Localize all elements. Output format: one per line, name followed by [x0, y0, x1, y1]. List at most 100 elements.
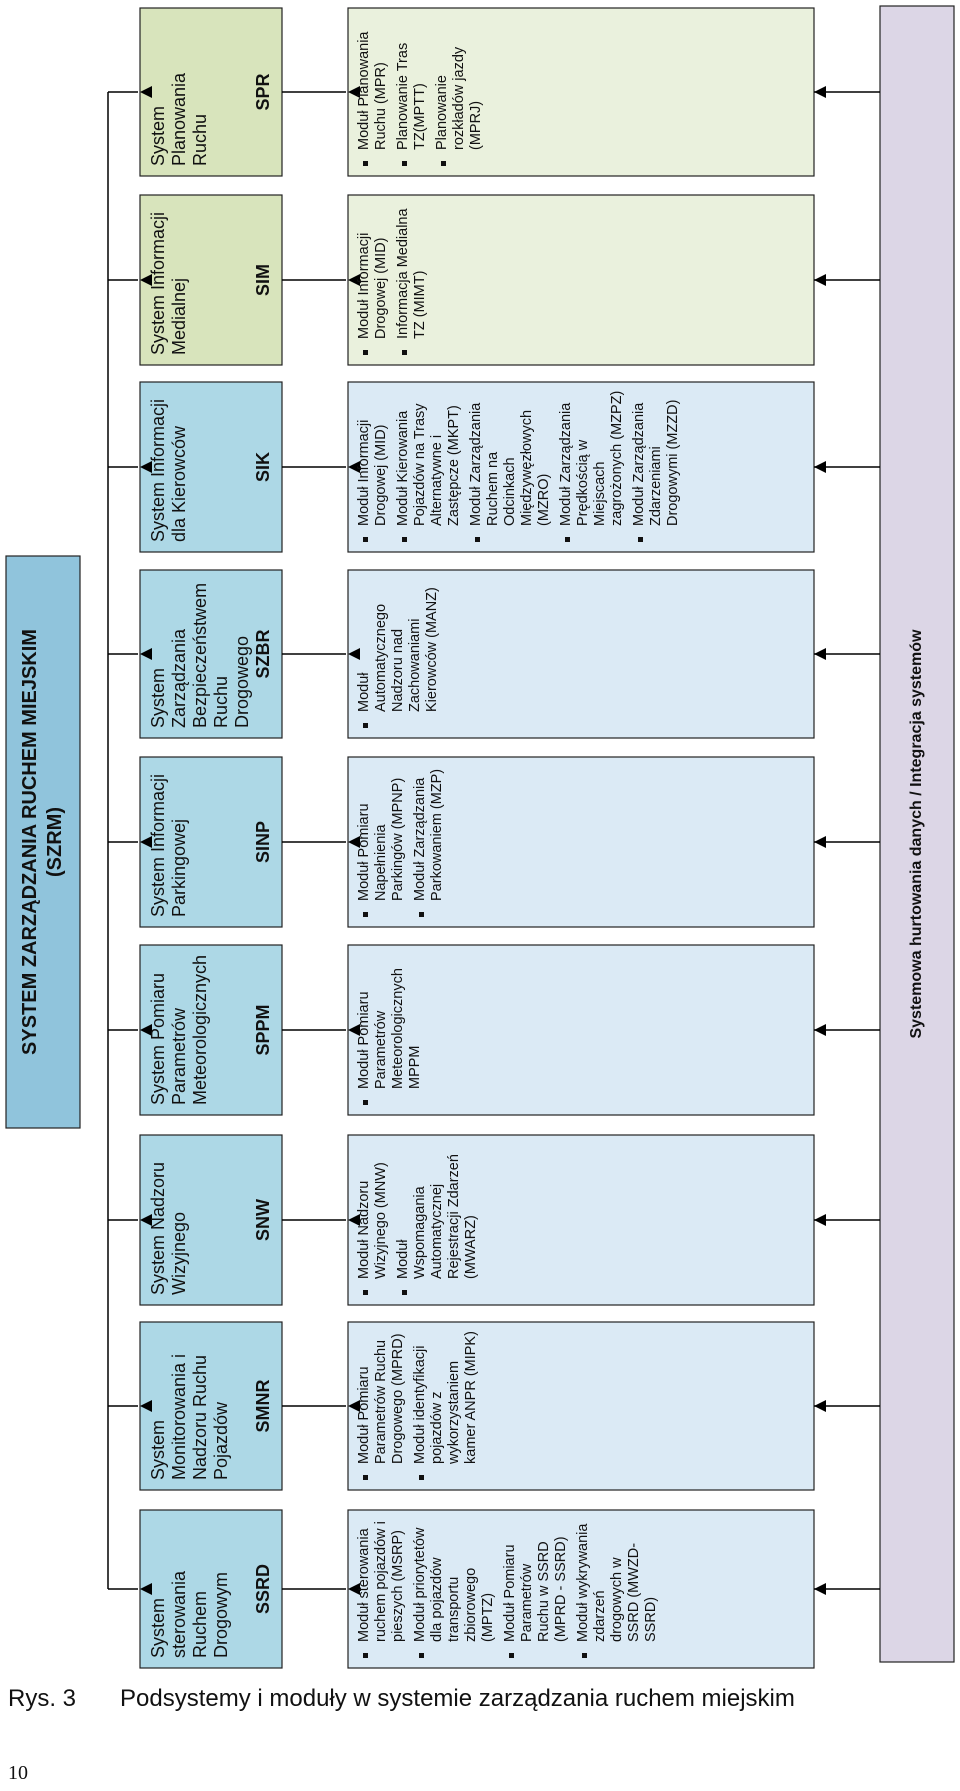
arrow-to-system	[140, 836, 152, 848]
module-item: Moduł Zarządzania Parkowaniem (MZP)	[412, 765, 446, 917]
system-box-spr: System Planowania Ruchu SPR	[140, 8, 282, 176]
arrow-to-system	[140, 274, 152, 286]
system-abbr: SPPM	[253, 1004, 273, 1056]
arrow-to-system	[140, 1400, 152, 1412]
module-item: Moduł Pomiaru Parametrów Meteorologiczny…	[356, 953, 424, 1105]
system-box-sik: System Informacji dla Kierowców SIK	[140, 382, 282, 552]
module-item: Moduł Informacji Drogowej (MID)	[356, 203, 390, 355]
system-name: System Planowania Ruchu	[148, 72, 210, 166]
module-item: Moduł wykrywania zdarzeń drogowych w SSR…	[575, 1518, 660, 1658]
system-abbr: SINP	[253, 821, 273, 864]
arrow-to-system	[140, 86, 152, 98]
module-item: Moduł Pomiaru Parametrów Ruchu w SSRD (M…	[502, 1518, 570, 1658]
system-box-rect	[139, 7, 283, 177]
system-box-rect	[139, 569, 283, 739]
module-item: Moduł Pomiaru Napełnienia Parkingów (MPN…	[356, 765, 407, 917]
arrow-to-system	[140, 648, 152, 660]
system-abbr: SNW	[253, 1199, 273, 1241]
module-item: Moduł Kierowania Pojazdów na Trasy Alter…	[395, 390, 463, 542]
module-item: Moduł Automatycznego Nadzoru nad Zachowa…	[356, 578, 441, 728]
system-abbr: SIK	[253, 452, 273, 483]
system-name: System sterowania Ruchem Drogowym	[148, 1570, 231, 1658]
arrow-to-system	[140, 461, 152, 473]
system-box-ssrd: System sterowania Ruchem Drogowym SSRD	[140, 1510, 282, 1668]
module-box-sinp: Moduł Pomiaru Napełnienia Parkingów (MPN…	[348, 757, 814, 927]
main-title-box: SYSTEM ZARZĄDZANIA RUCHEM MIEJSKIM (SZRM…	[6, 556, 80, 1128]
arrow-to-system	[140, 1214, 152, 1226]
system-name: System Informacji Parkingowej	[148, 773, 189, 917]
arrow-from-bus	[814, 1214, 826, 1226]
arrow-from-bus	[814, 836, 826, 848]
system-name: System Zarządzania Bezpieczeństwem Ruchu…	[148, 582, 252, 728]
module-list: Moduł Informacji Drogowej (MID)Moduł Kie…	[356, 390, 687, 542]
module-item: Moduł Zarządzania Ruchem na Odcinkach Mi…	[468, 390, 553, 542]
module-item: Moduł Wspomagania Automatycznej Rejestra…	[395, 1143, 480, 1295]
module-item: Planowanie rozkładów jazdy (MPRJ)	[434, 16, 485, 166]
module-item: Planowanie Tras TZ(MPTT)	[395, 16, 429, 166]
figure-caption: Podsystemy i moduły w systemie zarządzan…	[120, 1685, 795, 1712]
module-box-ssrd: Moduł sterowania ruchem pojazdów i piesz…	[348, 1510, 814, 1668]
module-list: Moduł Automatycznego Nadzoru nad Zachowa…	[356, 578, 446, 728]
arrow-from-bus	[814, 86, 826, 98]
module-box-rect	[347, 944, 815, 1116]
module-item: Moduł Planowania Ruchu (MPR)	[356, 16, 390, 166]
main-title-line1: SYSTEM ZARZĄDZANIA RUCHEM MIEJSKIM	[19, 629, 41, 1055]
system-box-rect	[139, 944, 283, 1116]
system-name: System Informacji Medialnej	[148, 211, 189, 355]
module-list: Moduł Pomiaru Parametrów Meteorologiczny…	[356, 953, 429, 1105]
module-list: Moduł Planowania Ruchu (MPR)Planowanie T…	[356, 16, 490, 166]
system-box-rect	[139, 1321, 283, 1491]
system-abbr: SPR	[253, 73, 273, 111]
arrow-from-bus	[814, 1400, 826, 1412]
module-item: Moduł priorytetów dla pojazdów transport…	[412, 1518, 497, 1658]
module-list: Moduł sterowania ruchem pojazdów i piesz…	[356, 1518, 665, 1658]
module-list: Moduł Pomiaru Parametrów Ruchu Drogowego…	[356, 1330, 485, 1480]
arrow-from-bus	[814, 274, 826, 286]
module-item: Moduł Nadzoru Wizyjnego (MNW)	[356, 1143, 390, 1295]
arrow-from-bus	[814, 461, 826, 473]
system-box-smnr: System Monitorowania i Nadzoru Ruchu Poj…	[140, 1322, 282, 1490]
arrow-to-system	[140, 1583, 152, 1595]
system-box-snw: System Nadzoru Wizyjnego SNW	[140, 1135, 282, 1305]
figure-label: Rys. 3	[8, 1685, 77, 1712]
main-title-line2: (SZRM)	[44, 807, 66, 877]
system-abbr: SSRD	[253, 1564, 273, 1615]
system-box-rect	[139, 381, 283, 553]
integration-bus-box: Systemowa hurtowania danych / Integracja…	[880, 6, 954, 1662]
system-name: System Nadzoru Wizyjnego	[148, 1161, 189, 1295]
integration-bus-label: Systemowa hurtowania danych / Integracja…	[908, 629, 925, 1039]
module-list: Moduł Informacji Drogowej (MID)Informacj…	[356, 203, 434, 355]
module-box-smnr: Moduł Pomiaru Parametrów Ruchu Drogowego…	[348, 1322, 814, 1490]
system-name: System Informacji dla Kierowców	[148, 398, 189, 542]
module-list: Moduł Nadzoru Wizyjnego (MNW)Moduł Wspom…	[356, 1143, 485, 1295]
arrow-to-system	[140, 1024, 152, 1036]
system-name: System Monitorowania i Nadzoru Ruchu Poj…	[148, 1353, 231, 1480]
system-box-rect	[139, 756, 283, 928]
main-title-rect	[5, 555, 81, 1129]
system-box-rect	[139, 194, 283, 366]
module-box-sim: Moduł Informacji Drogowej (MID)Informacj…	[348, 195, 814, 365]
arrow-from-bus	[814, 1024, 826, 1036]
system-box-rect	[139, 1134, 283, 1306]
module-item: Informacja Medialna TZ (MIMT)	[395, 203, 429, 355]
module-box-spr: Moduł Planowania Ruchu (MPR)Planowanie T…	[348, 8, 814, 176]
system-box-rect	[139, 1509, 283, 1669]
module-item: Moduł Zarządzania Prędkością w Miejscach…	[558, 390, 626, 542]
module-item: Moduł Informacji Drogowej (MID)	[356, 390, 390, 542]
integration-bus-rect	[879, 5, 955, 1663]
system-abbr: SZBR	[253, 629, 273, 679]
module-box-sik: Moduł Informacji Drogowej (MID)Moduł Kie…	[348, 382, 814, 552]
page-number: 10	[8, 1762, 28, 1784]
module-box-sppm: Moduł Pomiaru Parametrów Meteorologiczny…	[348, 945, 814, 1115]
module-box-szbr: Moduł Automatycznego Nadzoru nad Zachowa…	[348, 570, 814, 738]
system-name: System Pomiaru Parametrów Meteorologiczn…	[148, 954, 210, 1105]
system-abbr: SMNR	[253, 1379, 273, 1433]
module-list: Moduł Pomiaru Napełnienia Parkingów (MPN…	[356, 765, 451, 917]
module-item: Moduł Zarządzania Zdarzeniami Drogowymi …	[631, 390, 682, 542]
system-box-szbr: System Zarządzania Bezpieczeństwem Ruchu…	[140, 570, 282, 738]
module-box-snw: Moduł Nadzoru Wizyjnego (MNW)Moduł Wspom…	[348, 1135, 814, 1305]
arrow-from-bus	[814, 648, 826, 660]
module-item: Moduł sterowania ruchem pojazdów i piesz…	[356, 1518, 407, 1658]
